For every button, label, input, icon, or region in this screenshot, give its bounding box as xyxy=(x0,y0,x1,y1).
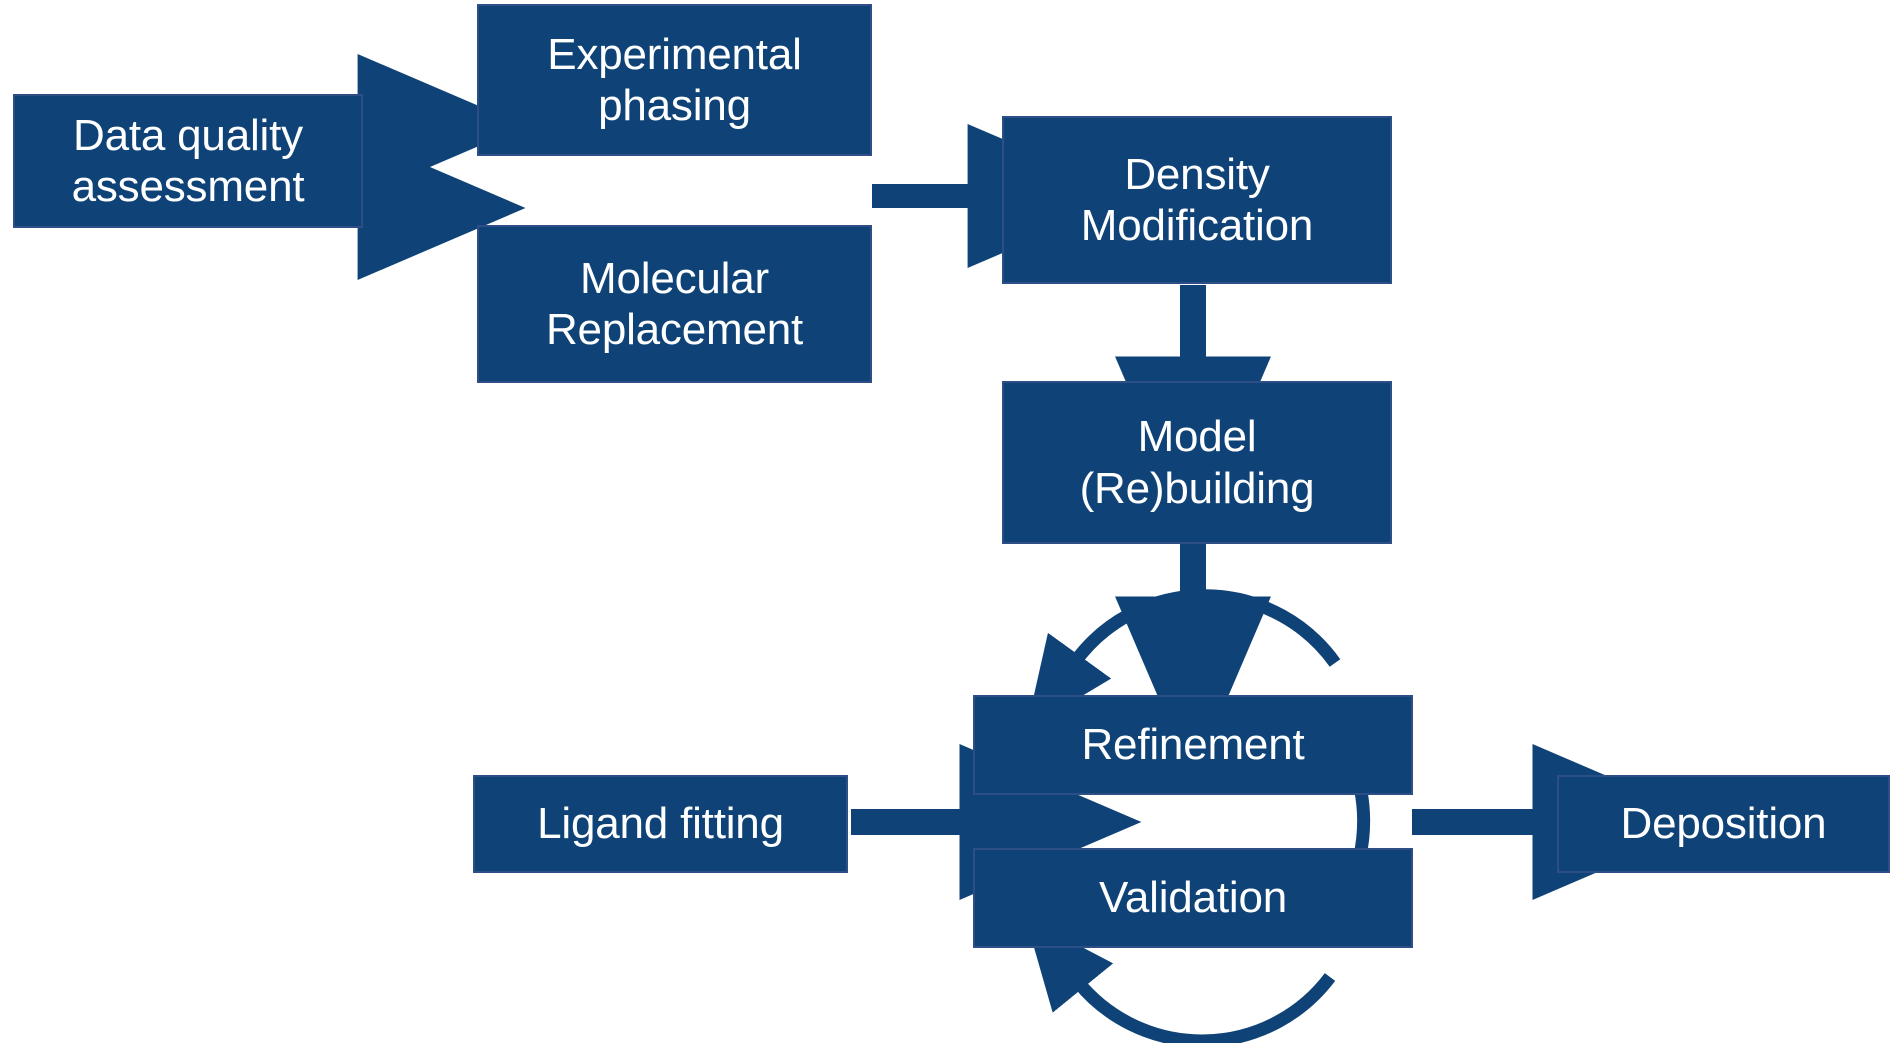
node-data-quality-assessment[interactable]: Data quality assessment xyxy=(13,94,363,228)
node-validation[interactable]: Validation xyxy=(973,848,1413,948)
node-density-modification[interactable]: Density Modification xyxy=(1002,116,1392,284)
cycle-arc-bottom xyxy=(1025,917,1336,1043)
node-refinement[interactable]: Refinement xyxy=(973,695,1413,795)
node-deposition[interactable]: Deposition xyxy=(1557,775,1890,873)
node-ligand-fitting[interactable]: Ligand fitting xyxy=(473,775,848,873)
node-experimental-phasing[interactable]: Experimental phasing xyxy=(477,4,872,156)
cycle-arc-top xyxy=(1026,589,1341,730)
node-molecular-replacement[interactable]: Molecular Replacement xyxy=(477,225,872,383)
node-model-rebuilding[interactable]: Model (Re)building xyxy=(1002,381,1392,544)
